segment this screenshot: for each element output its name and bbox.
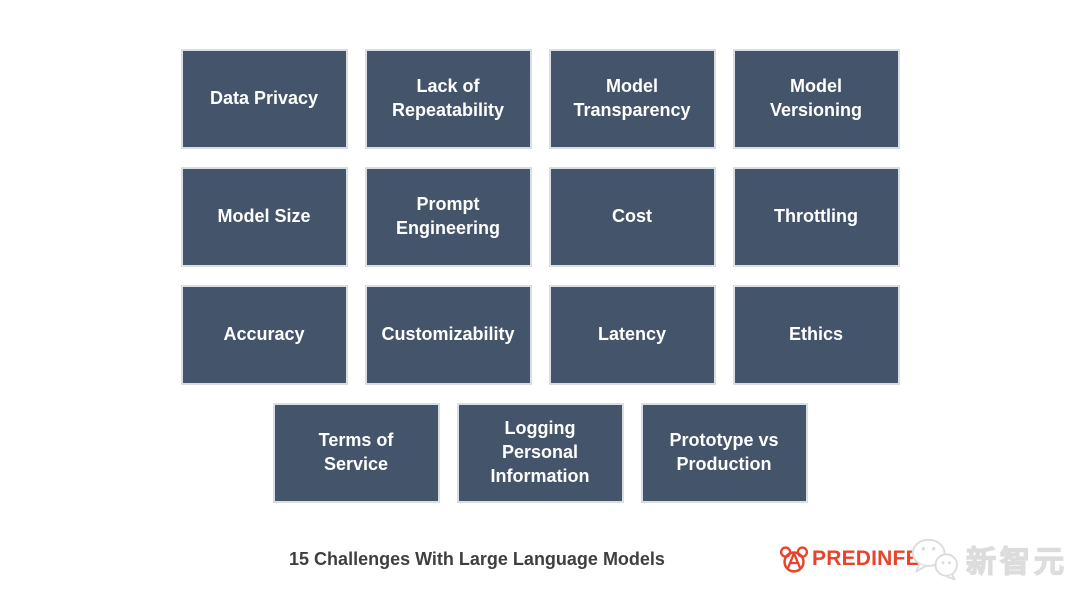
challenge-box-model-size: Model Size — [180, 167, 348, 267]
challenge-box-data-privacy: Data Privacy — [180, 49, 348, 149]
challenge-box-throttling: Throttling — [732, 167, 900, 267]
grid-row-4: Terms of Service Logging Personal Inform… — [0, 403, 1080, 503]
challenge-label: Customizability — [381, 324, 515, 345]
challenge-label: Cost — [612, 206, 652, 227]
challenge-box-ethics: Ethics — [732, 285, 900, 385]
challenge-label: Terms of Service — [318, 430, 394, 474]
grid-row-1: Data Privacy Lack of Repeatability Model… — [0, 49, 1080, 149]
challenge-box-latency: Latency — [548, 285, 716, 385]
challenge-box-cost: Cost — [548, 167, 716, 267]
challenge-label: Model Transparency — [573, 76, 691, 120]
challenge-box-accuracy: Accuracy — [180, 285, 348, 385]
grid-row-3: Accuracy Customizability Latency Ethics — [0, 285, 1080, 385]
challenge-box-lack-of-repeatability: Lack of Repeatability — [364, 49, 532, 149]
challenge-label: Prototype vs Production — [669, 430, 779, 474]
challenge-box-model-versioning: Model Versioning — [732, 49, 900, 149]
predinfer-wordmark: PREDINFER — [812, 547, 936, 570]
challenge-label: Throttling — [774, 206, 858, 227]
challenge-label: Prompt Engineering — [395, 194, 500, 238]
challenge-box-model-transparency: Model Transparency — [548, 49, 716, 149]
challenge-label: Model Size — [217, 206, 311, 227]
predinfer-logo: PREDINFER — [778, 543, 935, 575]
challenge-label: Accuracy — [223, 324, 305, 345]
challenge-label: Lack of Repeatability — [391, 76, 505, 120]
challenge-label: Logging Personal Information — [490, 418, 590, 486]
challenge-label: Latency — [597, 324, 667, 345]
wechat-watermark: 新智元 — [908, 536, 1068, 581]
challenge-label: Data Privacy — [209, 88, 319, 109]
challenge-box-prototype-vs-production: Prototype vs Production — [640, 403, 808, 503]
challenge-box-prompt-engineering: Prompt Engineering — [364, 167, 532, 267]
predinfer-logo-icon — [778, 543, 810, 575]
wechat-icon — [908, 536, 964, 581]
challenge-label: Ethics — [788, 324, 844, 345]
grid-row-2: Model Size Prompt Engineering Cost Throt… — [0, 167, 1080, 267]
challenges-grid: Data Privacy Lack of Repeatability Model… — [0, 49, 1080, 503]
challenge-label: Model Versioning — [769, 76, 863, 120]
challenge-box-logging-personal-information: Logging Personal Information — [456, 403, 624, 503]
challenge-box-terms-of-service: Terms of Service — [272, 403, 440, 503]
challenge-box-customizability: Customizability — [364, 285, 532, 385]
watermark-wordmark: 新智元 — [965, 545, 1068, 579]
infographic-title: 15 Challenges With Large Language Models — [289, 549, 665, 569]
